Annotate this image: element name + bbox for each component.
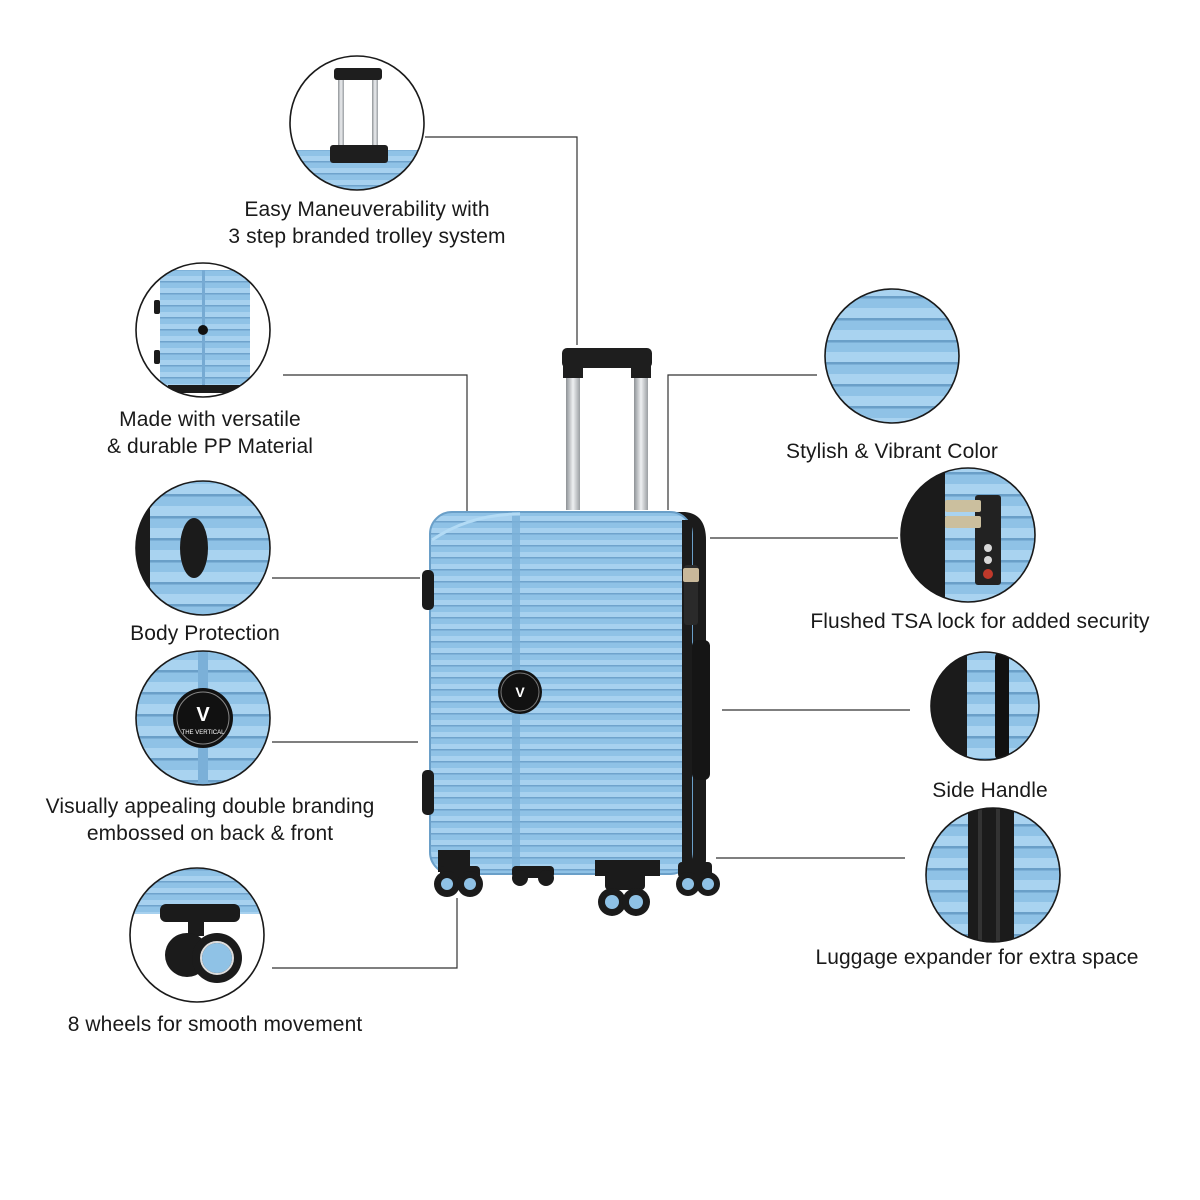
caption-material-line-2: & durable PP Material xyxy=(107,435,313,458)
caption-protection: Body Protection xyxy=(95,620,315,647)
caption-wheels-line-1: 8 wheels for smooth movement xyxy=(67,1013,363,1036)
caption-color: Stylish & Vibrant Color xyxy=(762,438,1022,465)
side-handle-icon xyxy=(930,651,1040,761)
main-wheels xyxy=(434,862,720,916)
caption-material: Made with versatile & durable PP Materia… xyxy=(80,406,340,460)
caption-protection-line-1: Body Protection xyxy=(130,622,280,645)
badge-logo-mark: V xyxy=(196,704,210,726)
connector-color xyxy=(667,374,817,510)
caption-tsa-line-1: Flushed TSA lock for added security xyxy=(810,610,1150,633)
caption-branding-line-1: Visually appealing double branding xyxy=(45,795,375,818)
caption-wheels: 8 wheels for smooth movement xyxy=(45,1011,385,1038)
caption-color-line-1: Stylish & Vibrant Color xyxy=(785,440,998,463)
tsa-lock-icon xyxy=(900,467,1036,603)
front-logo-mark: V xyxy=(515,684,525,700)
front-logo-badge: V xyxy=(498,670,542,714)
trolley-handle-icon xyxy=(289,55,425,191)
connector-lines xyxy=(272,136,910,969)
caption-branding-line-2: embossed on back & front xyxy=(86,822,334,845)
main-suitcase: V xyxy=(422,348,720,916)
caption-branding: Visually appealing double branding embos… xyxy=(30,793,390,847)
caption-trolley-line-1: Easy Maneuverability with xyxy=(244,198,490,221)
connector-wheels xyxy=(272,898,458,969)
caption-expander-line-1: Luggage expander for extra space xyxy=(815,946,1139,969)
caption-tsa: Flushed TSA lock for added security xyxy=(785,608,1175,635)
corner-guard-icon xyxy=(135,480,271,616)
badge-logo-name: THE VERTICAL xyxy=(182,730,226,736)
caption-material-line-1: Made with versatile xyxy=(119,408,301,431)
logo-badge-icon: V THE VERTICAL xyxy=(135,650,271,786)
connector-material xyxy=(283,374,468,512)
caption-trolley-line-2: 3 step branded trolley system xyxy=(228,225,506,248)
caption-handle-line-1: Side Handle xyxy=(932,779,1048,802)
spinner-wheel-icon xyxy=(129,867,265,1003)
expander-zipper-icon xyxy=(925,807,1061,943)
color-ribs-icon xyxy=(824,288,960,424)
trolley-handle xyxy=(562,348,652,510)
suitcase-icon xyxy=(135,262,271,398)
caption-trolley: Easy Maneuverability with 3 step branded… xyxy=(217,196,517,250)
caption-expander: Luggage expander for extra space xyxy=(797,944,1157,971)
caption-handle: Side Handle xyxy=(900,777,1080,804)
connector-trolley xyxy=(425,136,578,345)
